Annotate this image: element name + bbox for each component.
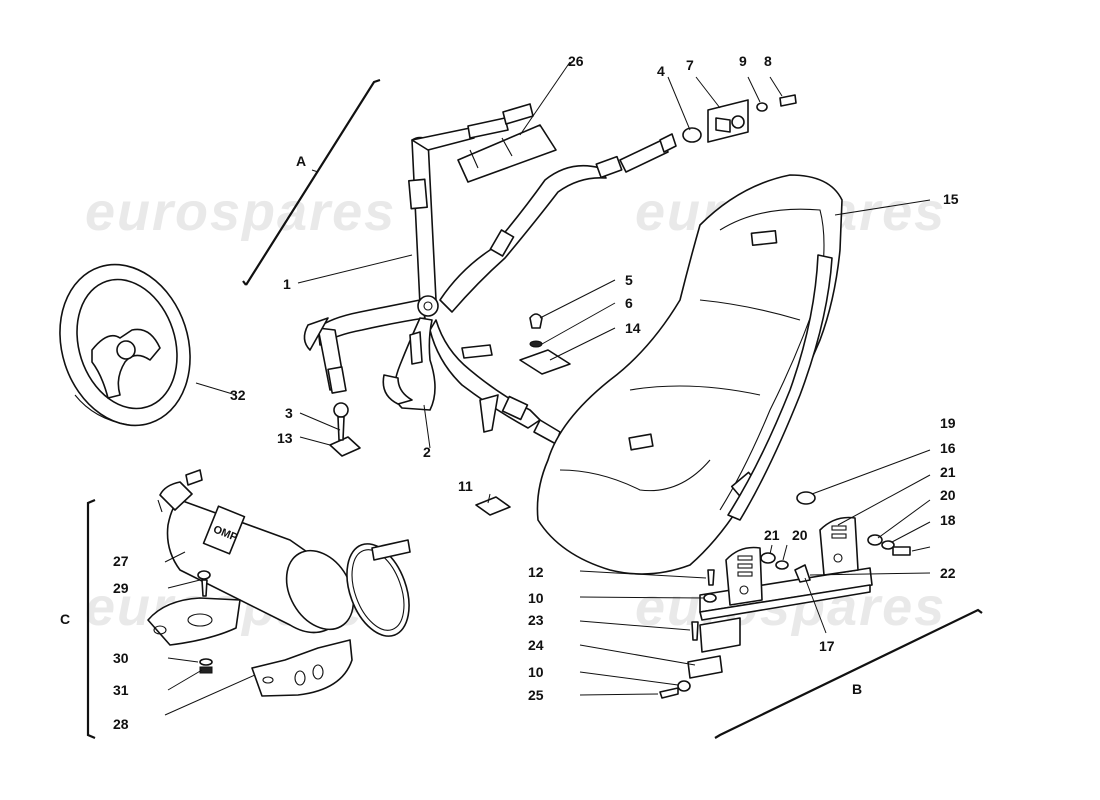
callout-13: 13 — [277, 430, 293, 446]
group-a-bracket — [242, 78, 381, 286]
group-b-label: B — [852, 681, 862, 697]
group-b-bracket — [714, 608, 983, 739]
callout-25: 25 — [528, 687, 544, 703]
extinguisher-clamp — [346, 539, 411, 637]
callout-21: 21 — [940, 464, 956, 480]
steering-wheel — [59, 263, 191, 427]
callout-31: 31 — [113, 682, 129, 698]
fire-extinguisher: OMP — [157, 469, 355, 634]
callout-23: 23 — [528, 612, 544, 628]
anchor-fixing — [682, 94, 797, 143]
callout-3: 3 — [285, 405, 293, 421]
callout-20-inner: 20 — [792, 527, 808, 543]
callout-9: 9 — [739, 53, 747, 69]
callout-8: 8 — [764, 53, 772, 69]
callout-10-lower: 10 — [528, 664, 544, 680]
leader-lines — [164, 61, 931, 716]
harness — [303, 103, 677, 445]
callout-4: 4 — [657, 63, 665, 79]
callout-26: 26 — [568, 53, 584, 69]
extinguisher-brackets — [147, 570, 353, 697]
callout-10: 10 — [528, 590, 544, 606]
callout-20: 20 — [940, 487, 956, 503]
callout-6: 6 — [625, 295, 633, 311]
callout-11: 11 — [458, 478, 473, 494]
callout-18: 18 — [940, 512, 956, 528]
callout-27: 27 — [113, 553, 129, 569]
callout-22: 22 — [940, 565, 956, 581]
part-number-labels: 1 2 3 4 5 6 7 8 9 10 11 12 13 14 15 16 1… — [113, 53, 959, 732]
watermark-top-left: eurospares — [85, 182, 396, 242]
callout-17: 17 — [819, 638, 835, 654]
callout-12: 12 — [528, 564, 544, 580]
callout-16: 16 — [940, 440, 956, 456]
callout-32: 32 — [230, 387, 246, 403]
callout-21-inner: 21 — [764, 527, 780, 543]
seat-rails — [659, 491, 911, 699]
group-a-label: A — [296, 153, 306, 169]
callout-30: 30 — [113, 650, 129, 666]
belt-fixings — [329, 313, 571, 516]
racing-seat — [536, 174, 843, 575]
group-brackets: A B C — [60, 78, 983, 740]
group-c-bracket — [86, 498, 96, 740]
shoulder-pad — [457, 124, 557, 183]
callout-29: 29 — [113, 580, 129, 596]
callout-28: 28 — [113, 716, 129, 732]
group-c-label: C — [60, 611, 70, 627]
callout-5: 5 — [625, 272, 633, 288]
callout-7: 7 — [686, 57, 694, 73]
callout-24: 24 — [528, 637, 544, 653]
callout-2: 2 — [423, 444, 431, 460]
callout-19: 19 — [940, 415, 956, 431]
callout-15: 15 — [943, 191, 959, 207]
callout-14: 14 — [625, 320, 641, 336]
callout-1: 1 — [283, 276, 291, 292]
